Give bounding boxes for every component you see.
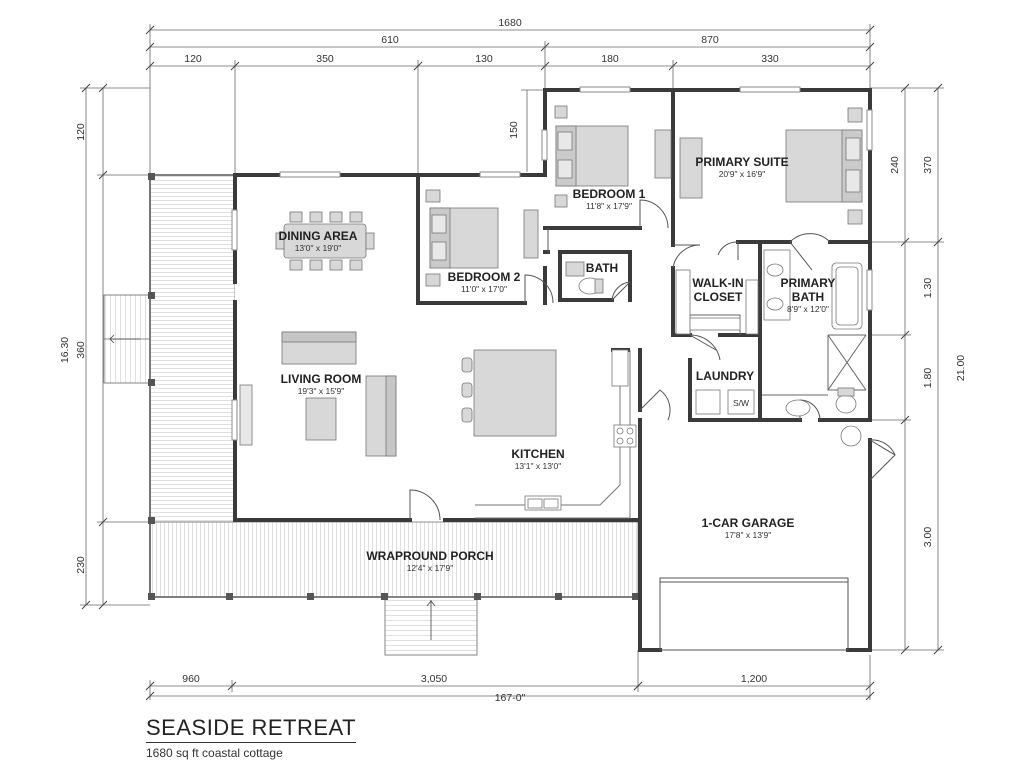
dining-size: 13'0" x 19'0": [295, 243, 342, 253]
garage-label: 1-CAR GARAGE: [702, 516, 795, 530]
dim-top-row3-1: 350: [316, 53, 334, 65]
bedroom1-label: BEDROOM 1: [573, 187, 646, 201]
dim-top-row2-0: 610: [381, 34, 399, 46]
primary-bath-label-2: BATH: [792, 290, 824, 304]
laundry-appliance-label: S/W: [733, 398, 749, 408]
dim-right-a-1: 1.30: [922, 278, 934, 299]
dim-left-seg-0: 120: [75, 123, 87, 141]
kitchen-label: KITCHEN: [511, 447, 564, 461]
dim-right-overall: 21.00: [955, 355, 967, 381]
porch-size: 12'4" x 17'9": [407, 563, 454, 573]
plan-title: SEASIDE RETREAT: [146, 715, 357, 743]
primary-bath-label-1: PRIMARY: [781, 276, 836, 290]
bedroom2-label: BEDROOM 2: [448, 270, 521, 284]
porch-label: WRAPROUND PORCH: [366, 549, 493, 563]
dim-top-row3-0: 120: [184, 53, 202, 65]
porch: [103, 173, 639, 656]
garage-size: 17'8" x 13'9": [725, 530, 772, 540]
dim-bottom-seg-2: 1,200: [741, 673, 767, 685]
laundry-label: LAUNDRY: [696, 369, 754, 383]
dimension-labels: 1680 610 870 120 350 130 180 330 150 16.…: [59, 17, 967, 704]
dim-right-a-2: 1.80: [922, 368, 934, 389]
dim-right-a-0: 240: [889, 156, 901, 174]
plan-subtitle: 1680 sq ft coastal cottage: [146, 746, 283, 760]
walkin-label-2: CLOSET: [694, 290, 743, 304]
dim-bottom-seg-1: 3,050: [421, 673, 447, 685]
bath-label: BATH: [586, 261, 618, 275]
primary-bath-size: 8'9" x 12'0": [787, 304, 829, 314]
bedroom1-size: 11'8" x 17'9": [586, 201, 632, 211]
dim-top-row3-3: 180: [601, 53, 619, 65]
kitchen-size: 13'1" x 13'0": [515, 461, 562, 471]
title-block: SEASIDE RETREAT 1680 sq ft coastal cotta…: [146, 715, 357, 760]
dimension-lines: [80, 24, 944, 700]
windows: [231, 86, 873, 441]
furniture: [239, 105, 863, 519]
living-label: LIVING ROOM: [281, 372, 362, 386]
dim-left-seg-1: 360: [75, 341, 87, 359]
dim-left-seg-2: 230: [75, 556, 87, 574]
room-labels: DINING AREA 13'0" x 19'0" BEDROOM 2 11'0…: [279, 155, 836, 573]
garage-door: [659, 577, 849, 651]
dim-top-row3-2: 130: [475, 53, 493, 65]
walkin-label-1: WALK-IN: [692, 276, 743, 290]
dim-top-row3-4: 330: [761, 53, 779, 65]
dim-bottom-overall: 167-0": [495, 692, 526, 704]
dimension-ticks: [81, 25, 943, 701]
primary-suite-label: PRIMARY SUITE: [695, 155, 788, 169]
bedroom2-size: 11'0" x 17'0": [461, 284, 507, 294]
dim-top-row2-1: 870: [701, 34, 719, 46]
dim-right-b: 370: [922, 156, 934, 174]
primary-suite-size: 20'9" x 16'9": [719, 169, 766, 179]
living-size: 19'3" x 15'9": [298, 386, 345, 396]
dim-step: 150: [508, 121, 520, 139]
dim-right-a-3: 3.00: [922, 527, 934, 548]
dining-label: DINING AREA: [279, 229, 358, 243]
dim-top-overall: 1680: [498, 17, 522, 29]
dim-bottom-seg-0: 960: [182, 673, 200, 685]
dim-left-overall: 16.30: [59, 337, 71, 363]
